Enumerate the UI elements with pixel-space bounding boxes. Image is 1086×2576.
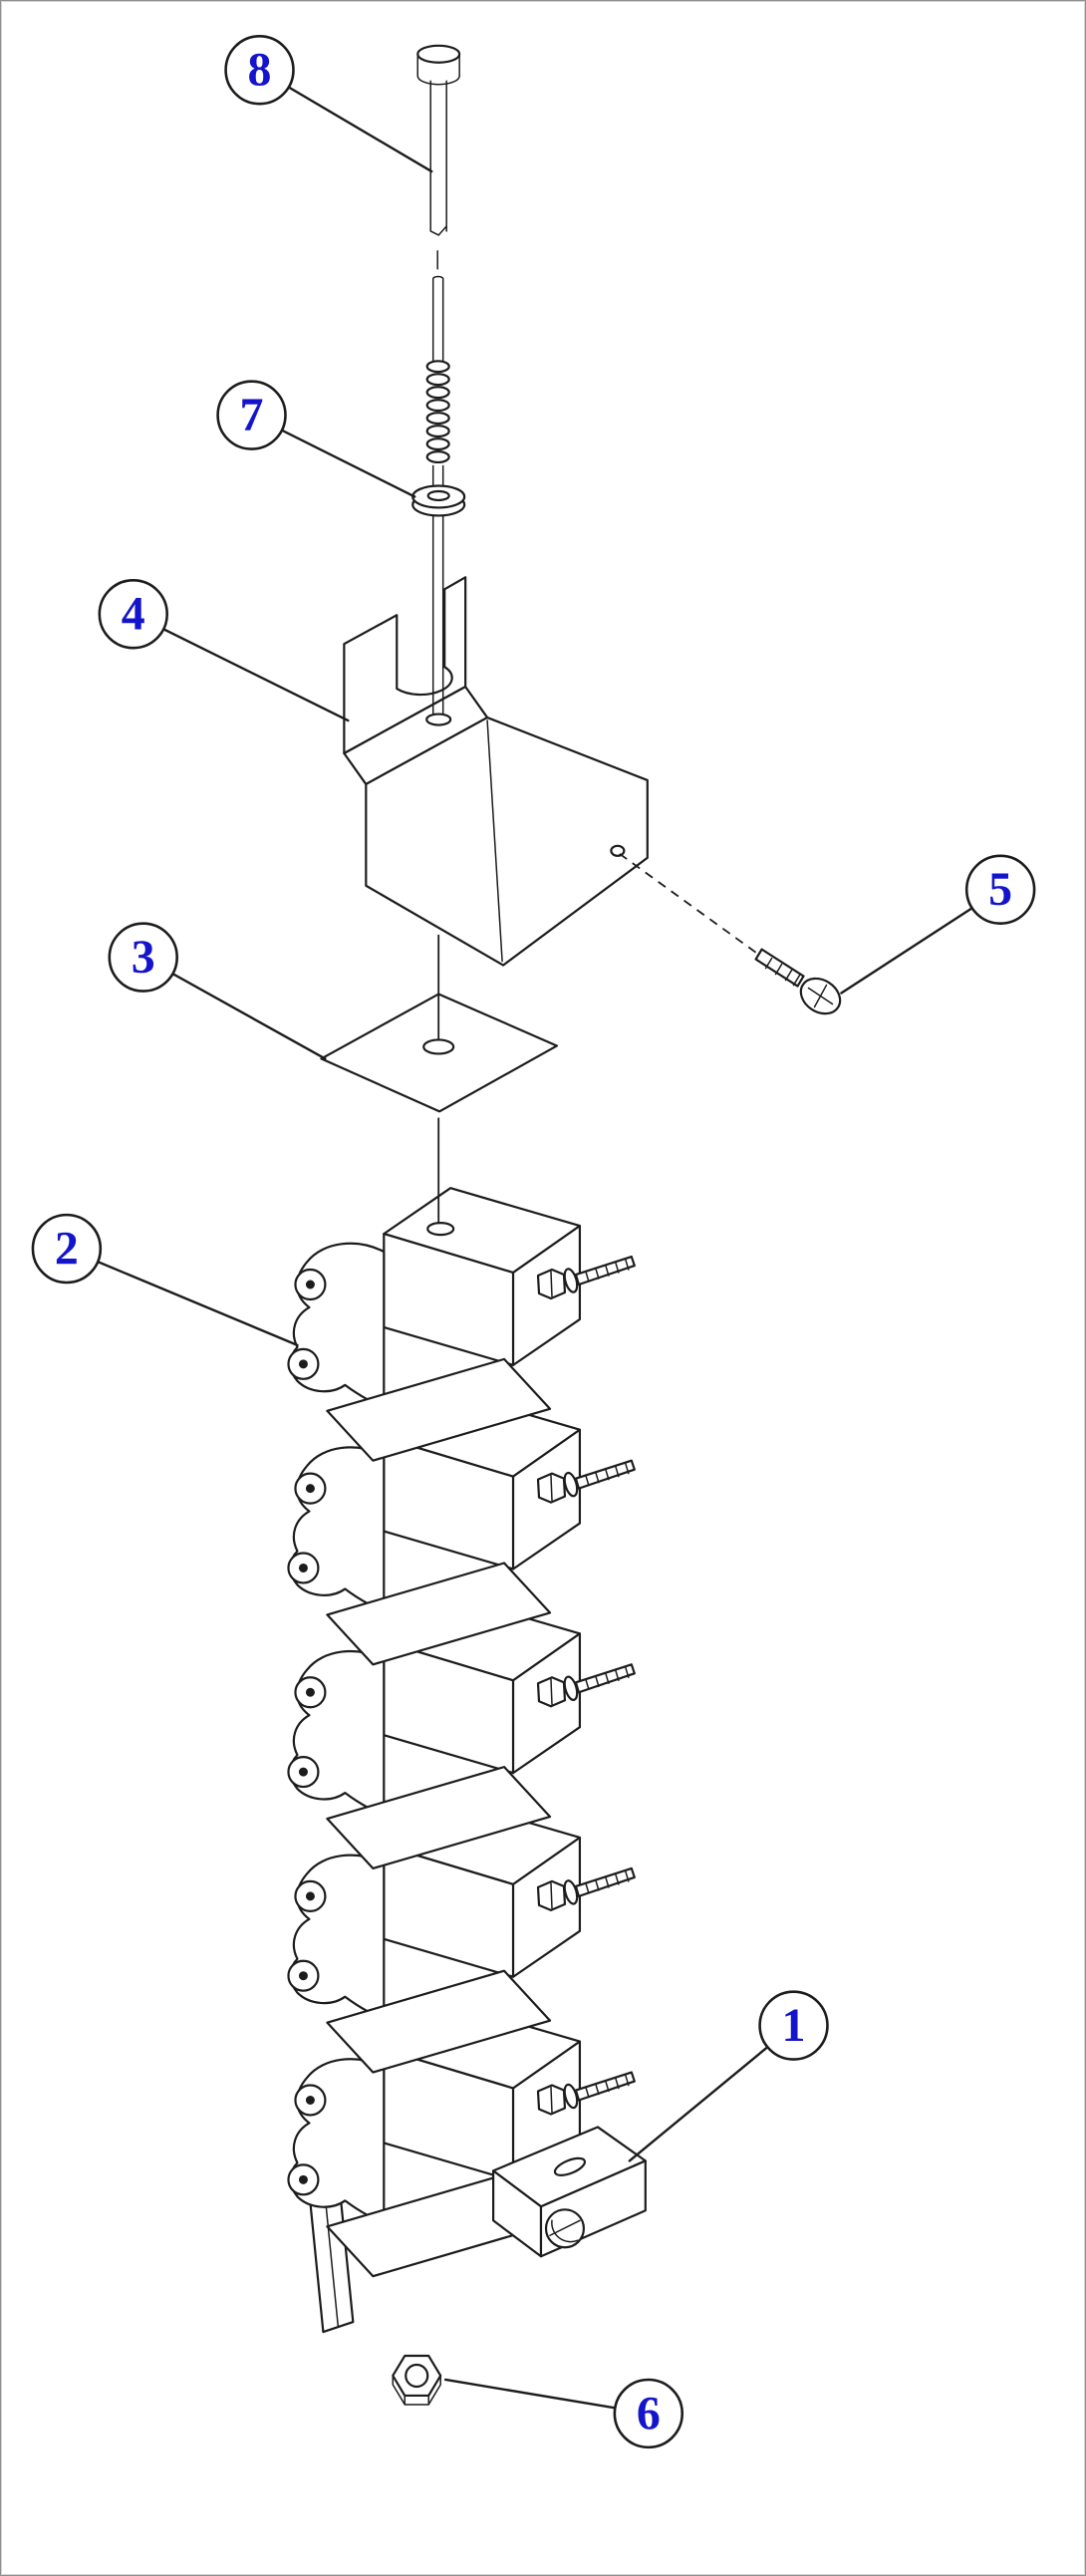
callout-number-3: 3 (132, 931, 155, 984)
callout-number-4: 4 (122, 588, 145, 641)
callout-number-7: 7 (240, 389, 264, 441)
nut-thickness (392, 2375, 441, 2406)
part-1-mounting-bracket (491, 2126, 647, 2258)
clamp-unit-1 (287, 1187, 636, 1462)
part-8-bolt (416, 44, 461, 236)
callout-circle-6 (613, 2378, 684, 2449)
callout-circle-2 (31, 1213, 103, 1285)
callout-balloon-5: 5 (840, 854, 1036, 995)
rod-lower (425, 515, 452, 726)
callout-balloon-2: 2 (31, 1213, 299, 1347)
part-7-washer (411, 484, 466, 517)
screw-locator-dashed-line (619, 853, 761, 957)
bracket-fold-line (486, 719, 503, 963)
callout-balloon-4: 4 (98, 579, 350, 722)
bolt-head-side (416, 53, 460, 77)
bracket-slotted-plate (343, 576, 467, 755)
callout-number-6: 6 (637, 2387, 661, 2439)
callout-balloon-7: 7 (216, 380, 416, 498)
plate-hole (422, 1038, 455, 1055)
bracket-screw-hole (610, 844, 626, 857)
callout-number-1: 1 (782, 1999, 806, 2052)
stack-top-hole (426, 1222, 455, 1237)
callout-balloon-1: 1 (628, 1990, 829, 2162)
rod-lower-section (431, 515, 444, 716)
washer-hole (426, 489, 450, 502)
screw-slot-2 (813, 984, 828, 1008)
callout-number-5: 5 (988, 863, 1012, 916)
callout-balloon-6: 6 (443, 2378, 684, 2449)
callout-number-2: 2 (55, 1223, 79, 1276)
bracket1-screw-shade (551, 2219, 579, 2243)
bracket-shelf-hole (425, 713, 452, 726)
callout-balloon-3: 3 (108, 922, 327, 1060)
callouts-layer: 8 7 4 5 3 2 1 (31, 35, 1036, 2449)
callout-circle-3 (108, 922, 178, 993)
part-5-screw (619, 853, 842, 1015)
rod-mid-section (431, 464, 444, 488)
screw-thread-ticks (764, 957, 801, 987)
callout-number-8: 8 (248, 44, 272, 97)
bracket1-slot-hole (553, 2156, 587, 2176)
callout-circle-4 (98, 579, 168, 650)
part-4-bracket (343, 576, 649, 967)
bolt-head-top (416, 44, 461, 64)
bolt-head-bottom (416, 75, 460, 86)
leader-line-4 (132, 613, 350, 722)
callout-circle-1 (758, 1990, 829, 2061)
callout-circle-7 (216, 380, 287, 450)
part-6-nut (392, 2354, 442, 2406)
part-2-clamp-stack (287, 1187, 636, 2278)
bolt-shaft (429, 80, 447, 236)
rod-upper-section (431, 275, 444, 362)
callout-balloon-8: 8 (224, 35, 433, 173)
bracket-lower-face (365, 716, 649, 967)
leader-line-1 (628, 2024, 795, 2162)
threaded-rod (425, 250, 450, 488)
part-3-plate (320, 993, 559, 1113)
rod-thread-coil (425, 360, 450, 464)
callout-circle-8 (224, 35, 295, 106)
nut-hole (405, 2363, 429, 2389)
leader-line-2 (65, 1247, 299, 1347)
callout-circle-5 (964, 854, 1036, 925)
